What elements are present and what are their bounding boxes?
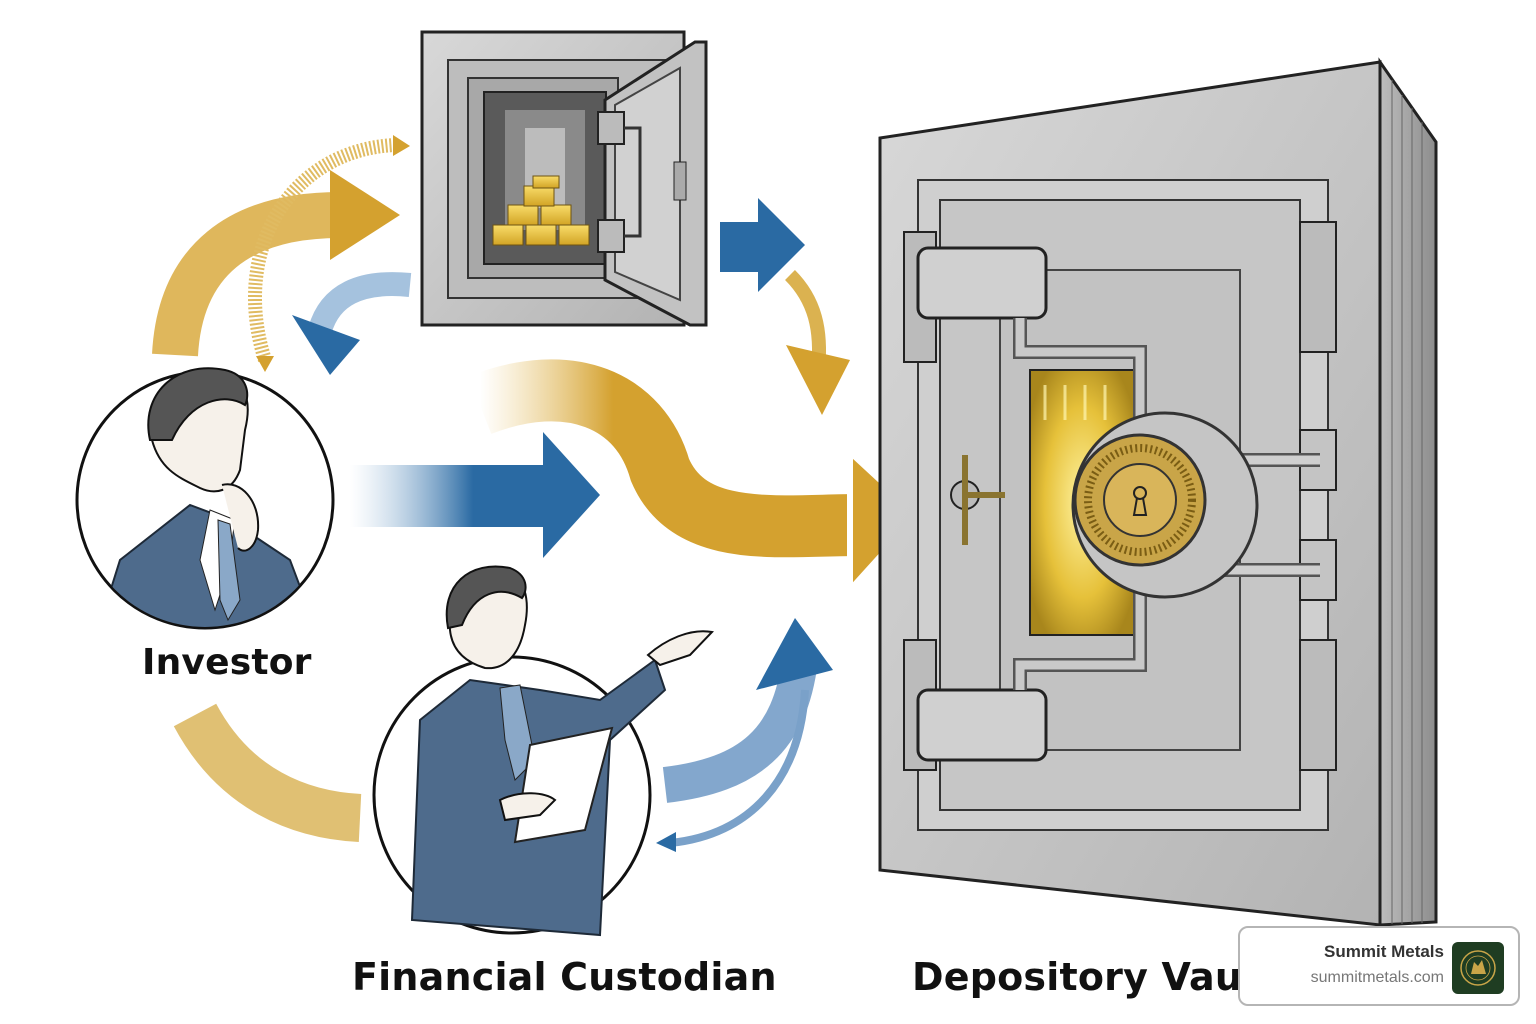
arrow-investor-to-safe-thick [152, 170, 400, 357]
summit-metals-logo-icon [1452, 942, 1504, 994]
arrow-investor-to-custodian [173, 703, 362, 842]
arrow-vault-to-custodian-blue-thin [656, 689, 809, 852]
investor-label: Investor [142, 642, 312, 683]
vault-handle [950, 455, 1005, 545]
brand-url[interactable]: summitmetals.com [1310, 969, 1444, 986]
arrow-safe-to-investor-blue [292, 272, 412, 375]
keyhole-icon [1132, 486, 1148, 516]
custodian-label: Financial Custodian [352, 955, 777, 999]
arrow-custodian-to-vault-blue [662, 618, 833, 803]
investor-portrait [75, 367, 335, 630]
arrow-investor-to-safe-thin [248, 135, 410, 372]
open-safe-illustration [420, 30, 708, 327]
depository-vault-illustration [878, 57, 1438, 927]
arrow-investor-to-vault-blue [350, 432, 600, 558]
vault-dial [1071, 411, 1259, 599]
arrow-safe-to-vault [720, 198, 850, 415]
custodian-portrait [372, 565, 715, 937]
gold-bars [492, 175, 590, 246]
watermark-card[interactable]: Summit Metals summitmetals.com [1238, 926, 1520, 1006]
brand-name: Summit Metals [1324, 942, 1444, 961]
